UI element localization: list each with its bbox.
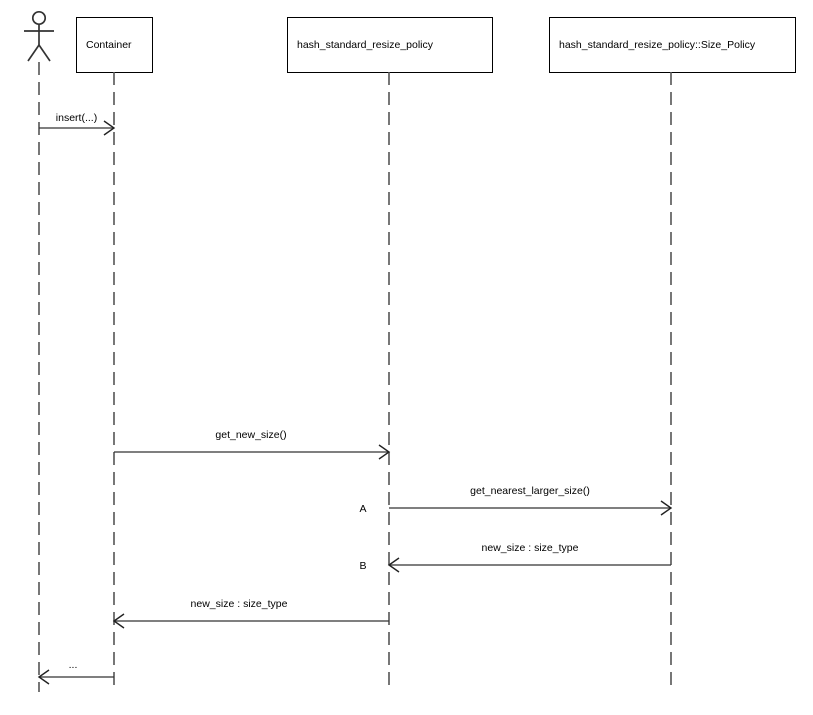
participant-label-policy: hash_standard_resize_policy xyxy=(297,39,434,51)
message-return-new-size-inner[interactable]: new_size : size_type B xyxy=(359,542,671,573)
message-return-new-size-outer[interactable]: new_size : size_type xyxy=(112,598,389,629)
participant-label-container: Container xyxy=(86,39,132,51)
message-label: ... xyxy=(69,659,78,671)
message-get-new-size[interactable]: get_new_size() xyxy=(114,429,391,460)
message-get-nearest-larger-size[interactable]: get_nearest_larger_size() A xyxy=(359,485,673,516)
participant-box-size-policy[interactable] xyxy=(549,17,796,73)
participant-container[interactable]: Container xyxy=(76,17,153,73)
message-label: new_size : size_type xyxy=(482,542,579,554)
actor-leg-left-line xyxy=(27,44,40,62)
arrowhead-right-icon xyxy=(378,444,391,460)
arrowhead-left-icon xyxy=(387,557,400,573)
message-label: insert(...) xyxy=(56,112,97,124)
actor-leg-right-line xyxy=(38,44,51,62)
arrowhead-left-icon xyxy=(37,669,50,685)
message-marker-b: B xyxy=(359,560,366,572)
participant-size-policy[interactable]: hash_standard_resize_policy::Size_Policy xyxy=(549,17,796,73)
lifelines xyxy=(38,62,672,692)
arrowhead-right-icon xyxy=(103,120,116,136)
message-label: new_size : size_type xyxy=(191,598,288,610)
message-insert[interactable]: insert(...) xyxy=(39,112,116,136)
message-label: get_nearest_larger_size() xyxy=(470,485,590,497)
message-marker-a: A xyxy=(359,503,366,515)
message-return-ellipsis[interactable]: ... xyxy=(37,659,114,685)
message-label: get_new_size() xyxy=(215,429,286,441)
participant-label-size-policy: hash_standard_resize_policy::Size_Policy xyxy=(559,39,756,51)
arrowhead-right-icon xyxy=(660,500,673,516)
actor-figure[interactable] xyxy=(24,10,54,62)
actor-head-icon xyxy=(31,10,47,26)
participant-box-policy[interactable] xyxy=(287,17,493,73)
participant-box-container[interactable] xyxy=(76,17,153,73)
participant-policy[interactable]: hash_standard_resize_policy xyxy=(287,17,493,73)
arrowhead-left-icon xyxy=(112,613,125,629)
